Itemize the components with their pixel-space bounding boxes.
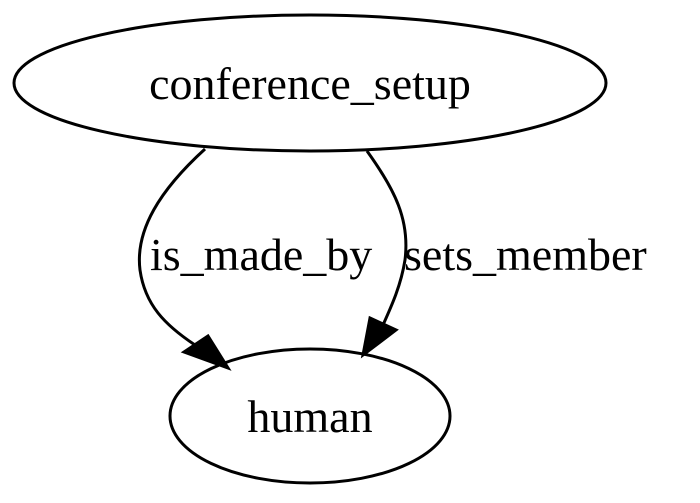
edge-sets-member-arrowhead [360, 315, 399, 359]
edge-is-made-by[interactable]: is_made_by [137, 147, 372, 371]
node-conference-setup-ellipse [12, 13, 608, 153]
edge-is-made-by-arrowhead [180, 333, 232, 371]
edge-is-made-by-line [137, 147, 207, 347]
node-human-ellipse [168, 347, 452, 485]
edge-sets-member-label: sets_member [404, 229, 647, 280]
node-conference-setup[interactable]: conference_setup [12, 13, 608, 153]
edge-sets-member-line [365, 150, 408, 326]
node-human[interactable]: human [168, 347, 452, 485]
node-conference-setup-label: conference_setup [149, 58, 471, 109]
edge-is-made-by-label: is_made_by [150, 229, 372, 280]
node-human-label: human [247, 391, 372, 442]
edge-sets-member[interactable]: sets_member [360, 150, 647, 359]
